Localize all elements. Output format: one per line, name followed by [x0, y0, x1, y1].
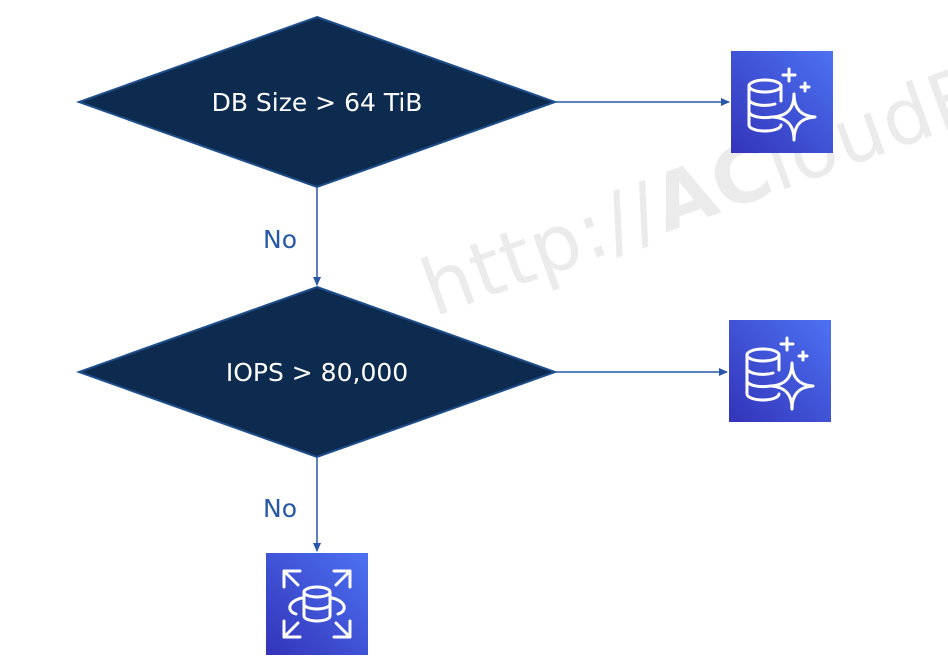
aurora-database-icon [729, 320, 831, 422]
decision-iops: IOPS > 80,000 [76, 285, 558, 459]
rds-database-icon [266, 553, 368, 655]
decision-label: DB Size > 64 TiB [212, 88, 423, 117]
decision-db-size: DB Size > 64 TiB [76, 15, 558, 189]
decision-label: IOPS > 80,000 [226, 358, 408, 387]
edge-label-no: No [263, 225, 297, 254]
aurora-database-icon [731, 51, 833, 153]
edge-label-no: No [263, 494, 297, 523]
